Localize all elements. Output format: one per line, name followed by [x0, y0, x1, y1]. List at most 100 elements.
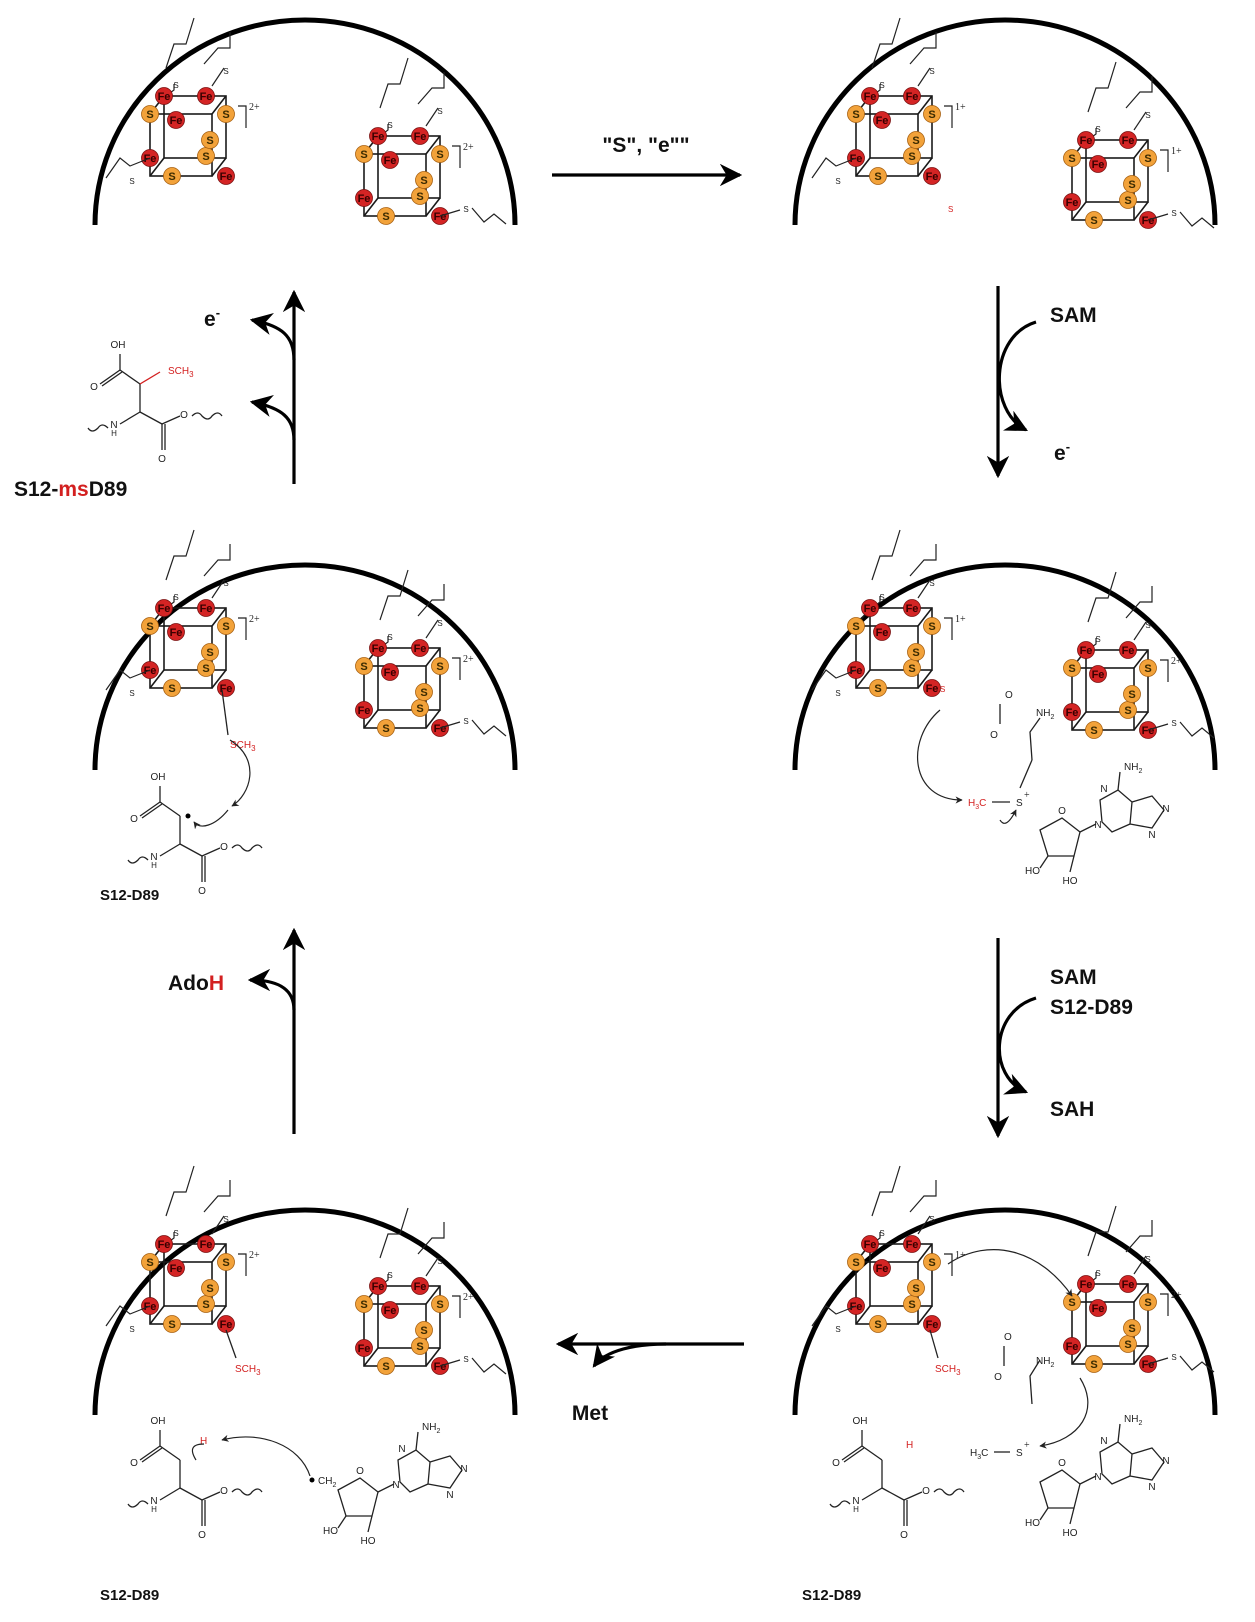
fe-label: Fe: [158, 603, 171, 615]
cluster-charge: 2+: [463, 654, 474, 665]
s-label: S: [1090, 725, 1097, 737]
cys-chain: [1125, 76, 1153, 109]
sch3-mid-left: SCH3: [230, 740, 256, 753]
o-label: O: [158, 454, 166, 465]
cys-chain: [105, 157, 151, 179]
s-label: S: [420, 1325, 427, 1337]
arrow-side-out: [592, 1342, 667, 1368]
protein-arc: [792, 1207, 1218, 1416]
subscript: 3: [189, 370, 194, 379]
cys-s-label: S: [437, 1257, 442, 1266]
fe-s-bond: [929, 1329, 939, 1359]
cys-chain: [871, 529, 901, 581]
bond-line: [843, 1447, 865, 1463]
cys-s-label: S: [1171, 209, 1176, 218]
cys-s-label: S: [437, 107, 442, 116]
sam-chain: [1019, 759, 1033, 789]
wavy-bond: [231, 844, 263, 852]
cube-edge: [425, 647, 441, 667]
s-label: S: [1144, 1297, 1151, 1309]
h-abstract: H: [200, 1436, 207, 1447]
bond-line: [159, 801, 181, 817]
superscript: -: [1066, 439, 1070, 454]
cys-s-label: S: [223, 67, 228, 76]
s-atom: [141, 1253, 159, 1271]
s-label: S: [206, 1283, 213, 1295]
s-label: S: [874, 683, 881, 695]
fe-label: Fe: [200, 91, 213, 103]
s-atom: [907, 1279, 925, 1297]
fe-label: Fe: [850, 153, 863, 165]
s-atom: [431, 1295, 449, 1313]
s-label: S: [202, 1299, 209, 1311]
cys-link: [439, 1359, 461, 1367]
fe-label: Fe: [170, 1263, 183, 1275]
s-atom: [431, 145, 449, 163]
s-atom: [1139, 1293, 1157, 1311]
s-label: S: [1090, 215, 1097, 227]
fe-label: Fe: [1066, 197, 1079, 209]
fe-atom: [861, 1235, 879, 1253]
s-atom: [869, 167, 887, 185]
h-label: H: [151, 861, 157, 870]
curly-arrow: [193, 809, 229, 830]
fe-label: Fe: [906, 1239, 919, 1251]
fe-label: Fe: [926, 1319, 939, 1331]
label-product: S12-msD89: [14, 478, 127, 501]
s-atom: [1123, 175, 1141, 193]
cys-chain: [165, 17, 195, 69]
fe-atom: [923, 679, 941, 697]
wavy-bond: [191, 412, 223, 420]
cys-link: [917, 1215, 931, 1235]
fe-atom: [167, 623, 185, 641]
n-label: N: [110, 420, 117, 431]
nh2-label: NH2: [1036, 1356, 1054, 1369]
cys-chain: [203, 544, 231, 577]
fe-atom: [217, 167, 235, 185]
label-sam-1: SAM: [1050, 304, 1097, 327]
cube-face-back: [1085, 139, 1149, 203]
s-label: S: [382, 1361, 389, 1373]
label-e-minus-left: e-: [204, 305, 220, 331]
fe-atom: [861, 599, 879, 617]
fe-atom: [1063, 703, 1081, 721]
bond-line: [377, 1483, 395, 1493]
cube-edge: [917, 1243, 933, 1263]
cube-face-back: [869, 1243, 933, 1307]
s-atom: [847, 617, 865, 635]
cluster-charge: 2+: [249, 614, 260, 625]
cys-chain: [203, 1180, 231, 1213]
s-atom: [847, 1253, 865, 1271]
s-label: S: [1128, 1323, 1135, 1335]
cluster-charge: 1+: [955, 1250, 966, 1261]
s-atom: [217, 105, 235, 123]
s-atom: [1123, 1319, 1141, 1337]
cube-edge: [363, 709, 379, 729]
s-label: S: [1124, 195, 1131, 207]
fe-atom: [861, 87, 879, 105]
s-atom: [431, 657, 449, 675]
cys-chain: [871, 1165, 901, 1217]
s-atom: [377, 1357, 395, 1375]
fe-atom: [197, 87, 215, 105]
charge-bracket: [238, 617, 247, 640]
subscript: 2: [436, 1428, 440, 1435]
bond-line: [1079, 823, 1097, 833]
cube-edge: [425, 709, 441, 729]
cys-chain: [417, 584, 445, 617]
s-label: S: [1068, 663, 1075, 675]
cys-s-label: S: [1145, 111, 1150, 120]
fe-label: Fe: [144, 1301, 157, 1313]
cube-edge: [211, 607, 227, 627]
cube-edge: [1133, 1283, 1149, 1303]
cys-s-label: S: [835, 177, 840, 186]
fe-label: Fe: [1142, 1359, 1155, 1371]
c-text: C: [979, 798, 986, 809]
cys-s-label: S: [879, 1229, 884, 1238]
cys-s-label: S: [173, 81, 178, 90]
cluster-charge: 2+: [463, 142, 474, 153]
